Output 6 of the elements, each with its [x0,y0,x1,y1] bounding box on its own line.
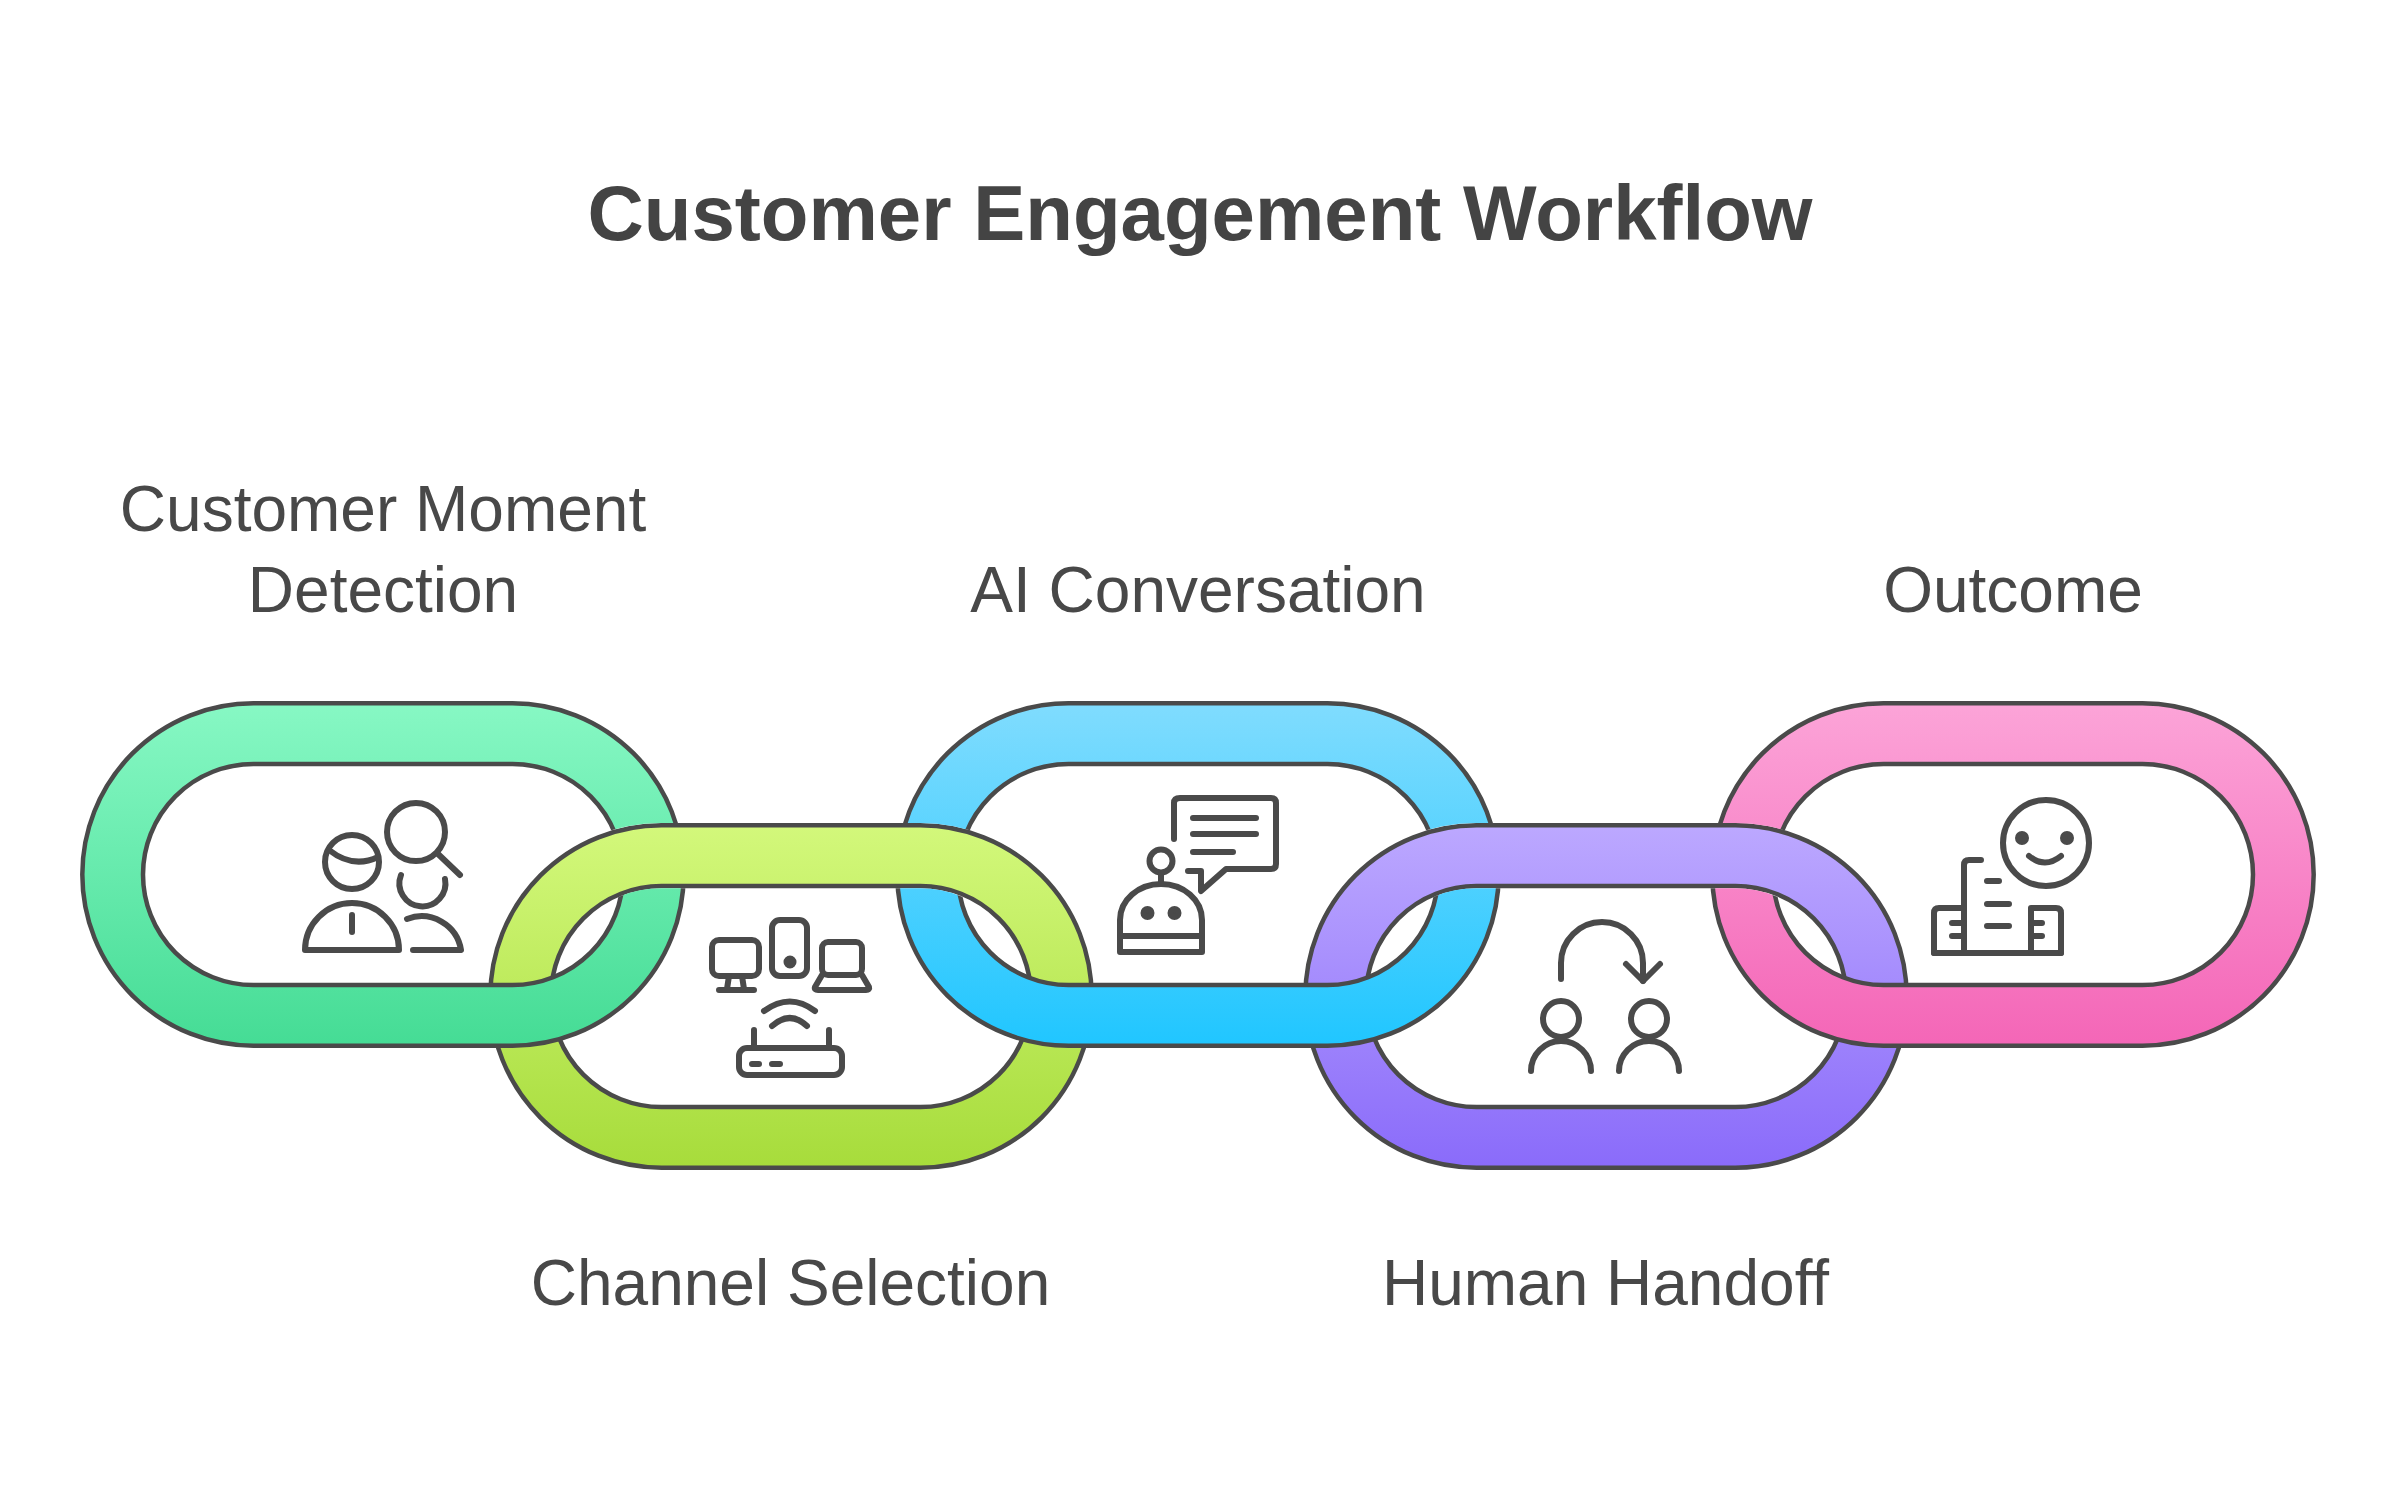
step-label: Customer Moment Detection [118,472,648,628]
step-label: Human Handoff [1381,1246,1830,1321]
diagram-title: Customer Engagement Workflow [587,168,1813,258]
step-label: AI Conversation [970,553,1426,628]
step-label: Outcome [1883,553,2143,628]
step-label: Channel Selection [530,1246,1051,1321]
